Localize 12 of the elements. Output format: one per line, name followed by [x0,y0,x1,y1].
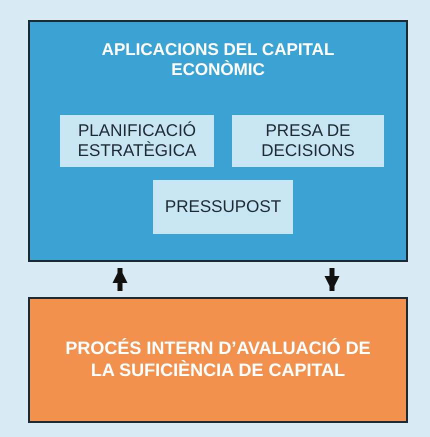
process-box [153,180,293,234]
process-box [232,115,384,167]
arrow [112,268,128,291]
outer-box [28,20,408,262]
process-box [60,115,214,167]
arrow [324,268,340,291]
box-title: APLICACIONS DEL CAPITAL ECONÒMIC [100,40,336,81]
process-box [28,297,408,423]
box-label: PLANIFICACIÓ ESTRATÈGICA [76,120,198,162]
box-label: PRESSUPOST [164,196,282,218]
box-label: PROCÉS INTERN D’AVALUACIÓ DE LA SUFICIÈNCIA DE CAPITAL [64,338,372,382]
box-label: PRESA DE DECISIONS [260,120,356,162]
